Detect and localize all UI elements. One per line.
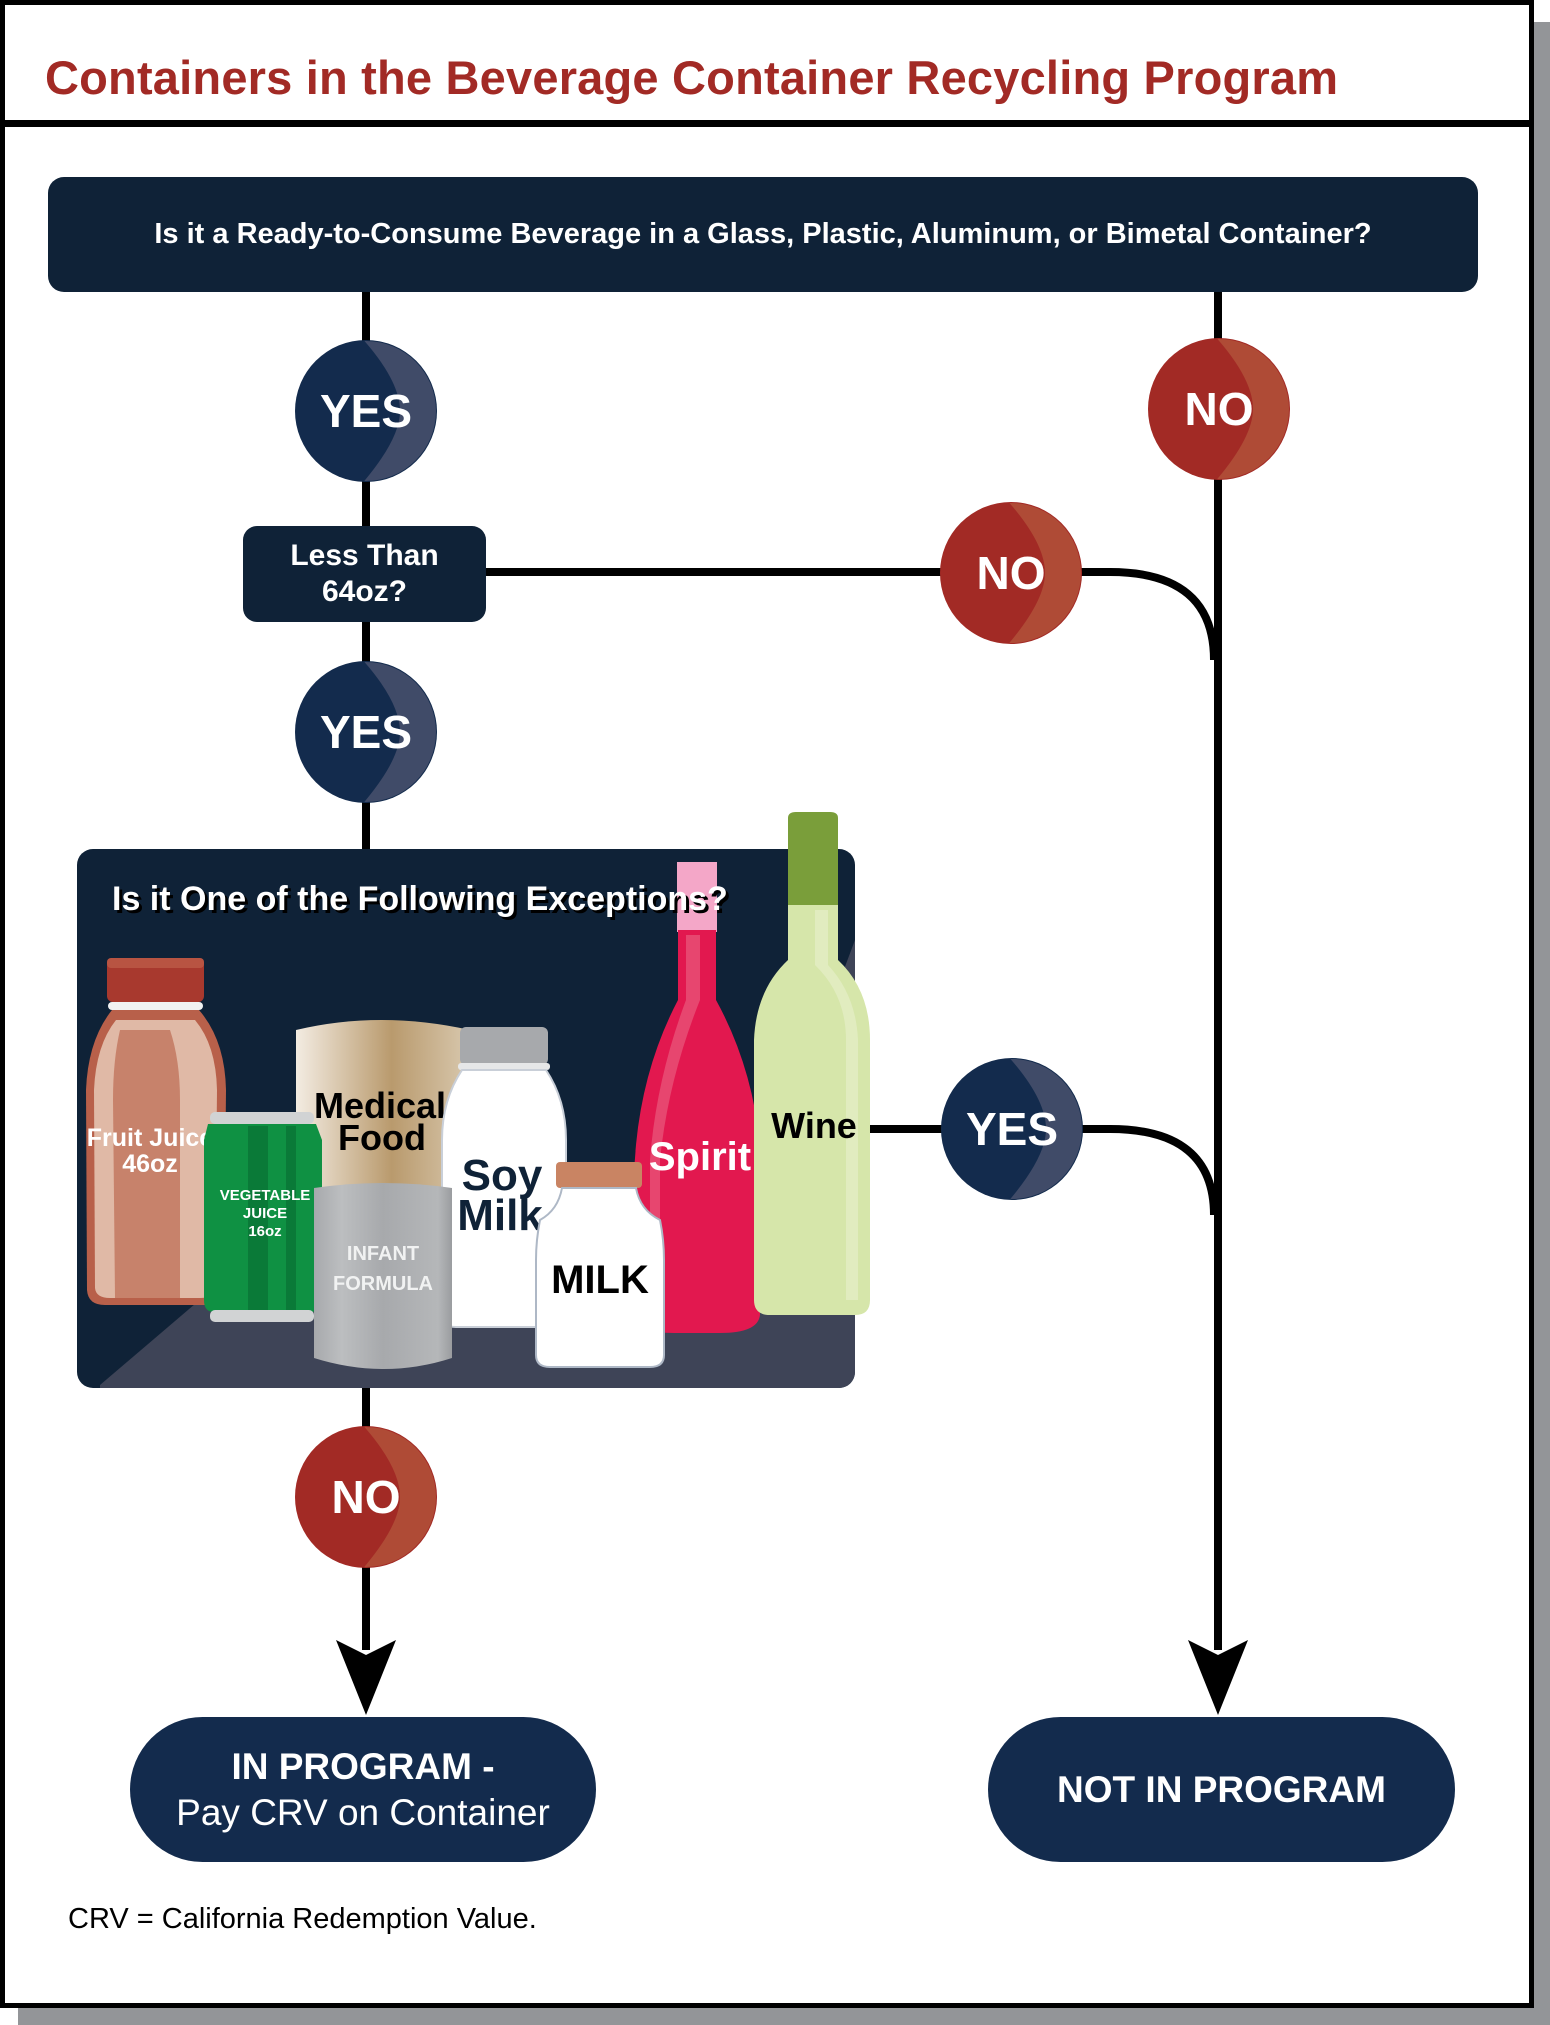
spirit-bottle bbox=[634, 862, 762, 1333]
not-in-program-title: NOT IN PROGRAM bbox=[1057, 1768, 1386, 1810]
no-circle-q1: NO bbox=[1148, 338, 1290, 480]
crv-footnote: CRV = California Redemption Value. bbox=[68, 1903, 537, 1935]
medical-food-label-2: Food bbox=[338, 1117, 426, 1158]
fruit-juice-label-2: 46oz bbox=[122, 1150, 178, 1178]
connector-q2-no bbox=[486, 568, 1218, 661]
no-label: NO bbox=[1185, 383, 1254, 435]
wine-bottle bbox=[754, 812, 870, 1315]
infant-formula-can bbox=[314, 1183, 452, 1369]
connector-q3-yes bbox=[860, 1125, 1218, 1216]
outcome-in-program: IN PROGRAM - Pay CRV on Container bbox=[130, 1717, 596, 1862]
medical-food-label-1: Medical bbox=[314, 1085, 446, 1126]
yes-label: YES bbox=[320, 385, 412, 437]
yes-circle-q1: YES bbox=[295, 340, 437, 482]
header-divider bbox=[0, 120, 1534, 127]
question-less-than-64oz: Less Than 64oz? bbox=[243, 526, 486, 622]
no-circle-q3: NO bbox=[295, 1426, 437, 1568]
yes-circle-q2: YES bbox=[295, 661, 437, 803]
soy-milk-label-2: Milk bbox=[457, 1191, 543, 1240]
outcome-not-in-program: NOT IN PROGRAM bbox=[988, 1717, 1455, 1862]
vegetable-juice-label-2: JUICE bbox=[243, 1205, 287, 1222]
milk-label: MILK bbox=[551, 1258, 649, 1302]
question-less-than-line1: Less Than bbox=[290, 539, 439, 572]
infant-formula-label-2: FORMULA bbox=[333, 1273, 433, 1295]
yes-circle-q3: YES bbox=[941, 1058, 1083, 1200]
vegetable-juice-label-1: VEGETABLE bbox=[220, 1187, 311, 1204]
milk-jar bbox=[535, 1162, 665, 1368]
diagram-title: Containers in the Beverage Container Rec… bbox=[45, 51, 1339, 104]
vegetable-juice-label-3: 16oz bbox=[248, 1223, 281, 1240]
arrowhead-not-in-program bbox=[1188, 1640, 1248, 1715]
yes-label: YES bbox=[966, 1103, 1058, 1155]
vegetable-juice-can bbox=[204, 1112, 322, 1322]
soy-milk-label-1: Soy bbox=[462, 1151, 543, 1200]
fruit-juice-bottle bbox=[86, 958, 226, 1305]
spirit-label: Spirit bbox=[649, 1135, 751, 1179]
no-circle-q2: NO bbox=[940, 502, 1082, 644]
in-program-subtitle: Pay CRV on Container bbox=[176, 1791, 550, 1833]
question-exceptions: Is it One of the Following Exceptions? bbox=[112, 880, 728, 918]
in-program-title: IN PROGRAM - bbox=[231, 1745, 495, 1787]
yes-label: YES bbox=[320, 706, 412, 758]
arrowhead-in-program bbox=[336, 1640, 396, 1715]
question-less-than-line2: 64oz? bbox=[321, 575, 408, 608]
wine-label: Wine bbox=[771, 1105, 857, 1146]
no-label: NO bbox=[332, 1471, 401, 1523]
fruit-juice-label-1: Fruit Juice bbox=[87, 1124, 214, 1152]
question-ready-to-consume: Is it a Ready-to-Consume Beverage in a G… bbox=[48, 177, 1478, 292]
no-label: NO bbox=[977, 547, 1046, 599]
infant-formula-label-1: INFANT bbox=[347, 1243, 419, 1265]
